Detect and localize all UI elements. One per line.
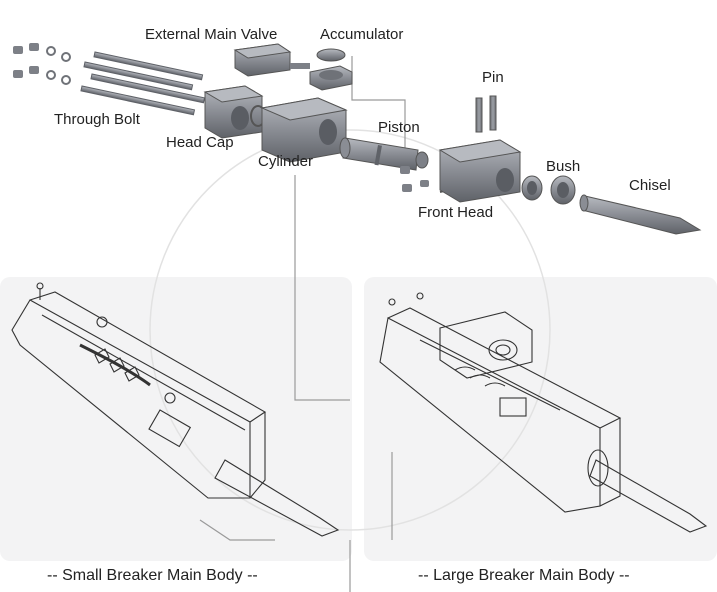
background-circle [149, 129, 551, 531]
label-external-main-valve: External Main Valve [145, 26, 278, 43]
label-pin: Pin [482, 69, 504, 86]
chisel-part [579, 194, 702, 235]
accumulator [309, 48, 353, 91]
piston-part [339, 137, 429, 171]
large-breaker-drawing [379, 292, 708, 533]
front-head-part [438, 139, 522, 203]
small-breaker-drawing [11, 282, 340, 537]
label-piston: Piston [378, 119, 420, 136]
caption-small-breaker: -- Small Breaker Main Body -- [47, 567, 258, 584]
label-bush: Bush [546, 158, 581, 175]
bush-parts [521, 175, 576, 205]
label-head-cap: Head Cap [166, 134, 234, 151]
label-chisel: Chisel [629, 177, 671, 194]
label-cylinder: Cylinder [258, 153, 314, 170]
nuts-and-washers [13, 43, 71, 85]
label-accumulator: Accumulator [320, 26, 404, 43]
through-bolts [80, 51, 206, 116]
leader-lines [199, 56, 406, 592]
caption-large-breaker: -- Large Breaker Main Body -- [418, 567, 630, 584]
head-cap-part [203, 85, 266, 139]
pin-parts [475, 95, 497, 133]
external-main-valve [233, 43, 310, 77]
label-front-head: Front Head [418, 204, 494, 221]
label-through-bolt: Through Bolt [54, 111, 140, 128]
